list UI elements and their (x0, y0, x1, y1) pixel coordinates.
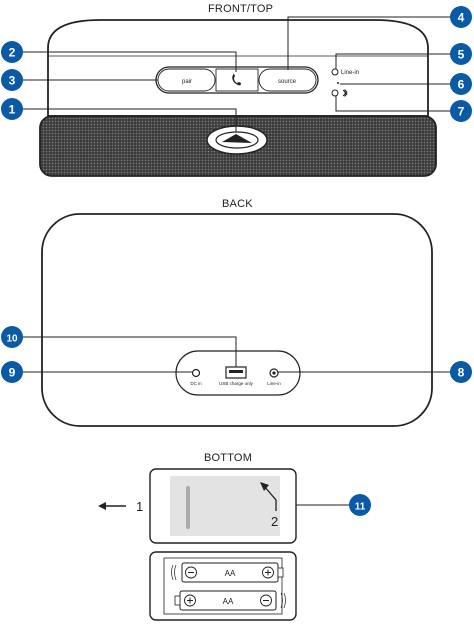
center-knob (206, 125, 268, 155)
leader-4 (287, 16, 452, 70)
usb-port-inner (229, 370, 243, 373)
leader-1 (22, 108, 237, 132)
svg-text:4: 4 (458, 11, 465, 25)
callout-8: 8 (450, 361, 472, 383)
callout-2: 2 (1, 41, 23, 63)
lift-arrow (263, 485, 277, 511)
svg-text:10: 10 (6, 334, 18, 345)
leader-5 (335, 53, 452, 69)
dc-in-label: DC in (190, 381, 202, 386)
svg-text:7: 7 (458, 105, 465, 119)
svg-text:1: 1 (9, 103, 16, 117)
mic-dot (337, 82, 339, 84)
front-top-view: pair source Line-in (39, 19, 437, 177)
bottom-view: 2 1 AA AA (98, 468, 297, 621)
line-in-led (331, 68, 339, 76)
call-button[interactable] (215, 68, 259, 92)
bluetooth-icon (342, 88, 348, 98)
pair-button-label: pair (182, 79, 192, 85)
svg-text:11: 11 (355, 502, 366, 513)
speaker-back-body (41, 213, 433, 427)
line-in-port-label: Line-in (267, 381, 281, 386)
callout-5: 5 (450, 43, 472, 65)
svg-text:5: 5 (458, 48, 465, 62)
callout-4: 4 (450, 6, 472, 28)
svg-text:8: 8 (458, 366, 465, 380)
battery-aa-top-label: AA (225, 569, 236, 578)
svg-text:6: 6 (458, 78, 465, 92)
callout-3: 3 (1, 69, 23, 91)
slide-arrow-head (98, 502, 106, 510)
phone-icon (232, 74, 241, 86)
step-1-label: 1 (136, 499, 143, 514)
svg-text:3: 3 (9, 74, 16, 88)
svg-text:2: 2 (9, 46, 16, 60)
leader-7 (335, 96, 452, 112)
step-2-label: 2 (271, 514, 278, 529)
back-view: DC in USB charge only Line-in (41, 213, 433, 427)
front-top-title: FRONT/TOP (208, 3, 274, 15)
callout-7: 7 (450, 100, 472, 122)
svg-text:9: 9 (9, 366, 16, 380)
callout-9: 9 (1, 361, 23, 383)
callout-1: 1 (1, 98, 23, 120)
bottom-title: BOTTOM (204, 452, 253, 464)
source-button-label: source (278, 79, 297, 85)
line-in-port-inner (272, 371, 276, 375)
battery-aa-bottom-label: AA (223, 597, 234, 606)
usb-label: USB charge only (219, 381, 254, 386)
callout-10: 10 (1, 326, 23, 348)
spring-bottom (280, 592, 286, 609)
callout-11: 11 (349, 494, 371, 516)
callout-6: 6 (450, 73, 472, 95)
dc-in-port[interactable] (191, 368, 201, 378)
leader-2 (22, 51, 237, 72)
line-in-led-label: Line-in (341, 70, 359, 76)
leader-10 (22, 336, 237, 367)
lift-arrow-head (260, 482, 269, 491)
back-title: BACK (222, 198, 253, 210)
callouts: 1 2 3 4 5 6 7 8 9 10 11 (1, 6, 472, 516)
leader-lines (22, 16, 452, 506)
bluetooth-led (331, 89, 339, 97)
spring-top (171, 564, 177, 581)
